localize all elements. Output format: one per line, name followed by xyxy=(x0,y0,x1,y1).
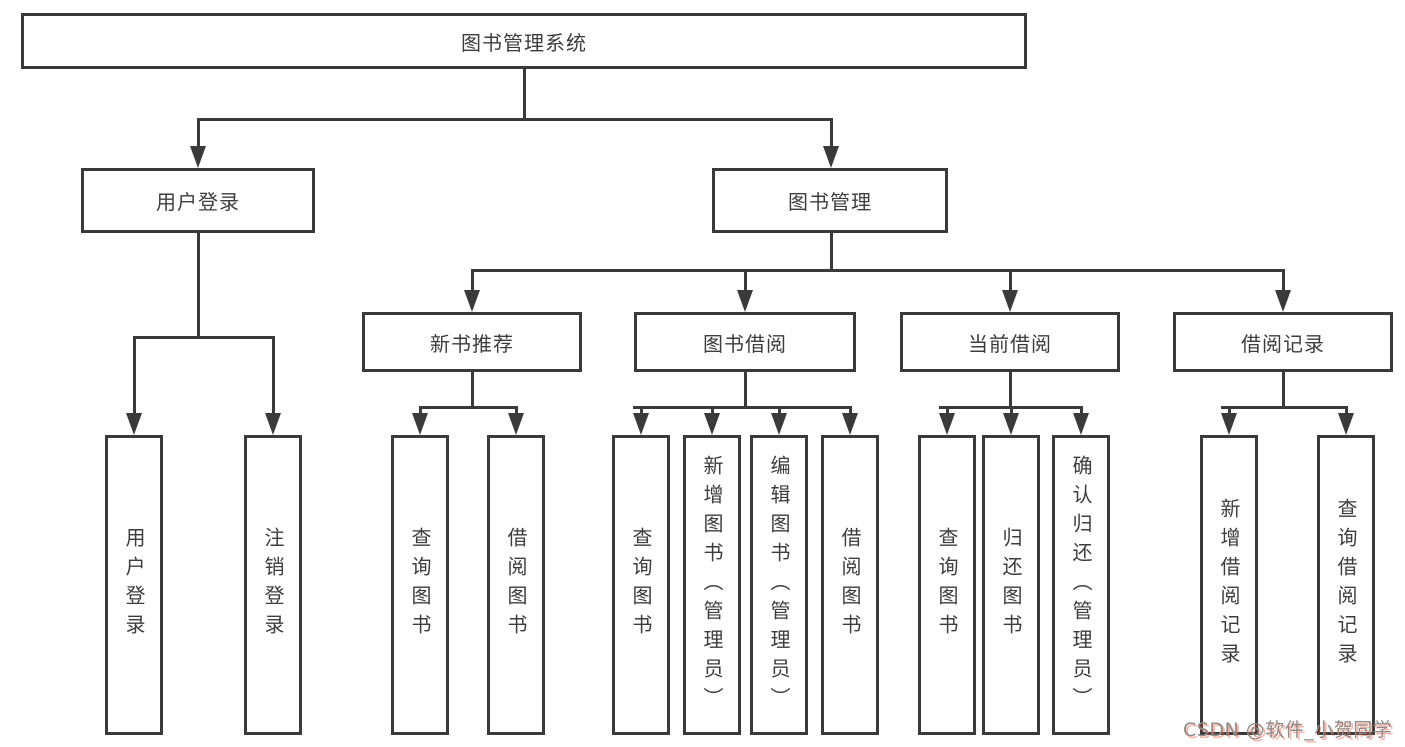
node-current-borrow: 当前借阅 xyxy=(900,312,1120,372)
node-borrow-record: 借阅记录 xyxy=(1173,312,1393,372)
leaf-confirm-return-admin: 确认归还（管理员） xyxy=(1052,435,1110,735)
leaf-edit-books-admin: 编辑图书（管理员） xyxy=(750,435,808,735)
rail-borrow-record xyxy=(1220,406,1348,409)
arrow-to-leaf-query-books-recommend xyxy=(411,406,429,435)
arrow-to-leaf-return-books xyxy=(1002,406,1020,435)
arrow-to-leaf-add-books-admin xyxy=(703,406,721,435)
leaf-query-books-recommend: 查询图书 xyxy=(391,435,449,735)
leaf-query-borrow-record-label: 查询借阅记录 xyxy=(1334,498,1358,672)
arrow-to-user-login xyxy=(189,118,207,168)
connector-borrow-record-stem xyxy=(1281,372,1285,409)
leaf-logout-label: 注销登录 xyxy=(261,527,285,643)
node-book-borrow-label: 图书借阅 xyxy=(703,331,787,356)
node-borrow-record-label: 借阅记录 xyxy=(1241,331,1325,356)
rail-book-borrow xyxy=(632,406,852,409)
leaf-edit-books-admin-label: 编辑图书（管理员） xyxy=(767,454,791,716)
arrow-to-leaf-user-login xyxy=(125,336,143,435)
leaf-borrow-books-recommend: 借阅图书 xyxy=(487,435,545,735)
leaf-user-login: 用户登录 xyxy=(105,435,163,735)
leaf-return-books-label: 归还图书 xyxy=(999,527,1023,643)
arrow-to-new-book-recommend xyxy=(463,269,481,312)
connector-root-stem xyxy=(522,69,526,121)
leaf-query-books-borrow: 查询图书 xyxy=(612,435,670,735)
leaf-add-borrow-record-label: 新增借阅记录 xyxy=(1217,498,1241,672)
leaf-logout: 注销登录 xyxy=(244,435,302,735)
leaf-query-books-current: 查询图书 xyxy=(918,435,976,735)
arrow-to-book-management xyxy=(822,118,840,168)
arrow-to-leaf-query-books-current xyxy=(938,406,956,435)
node-new-book-recommend: 新书推荐 xyxy=(362,312,582,372)
rail-user-login xyxy=(132,336,275,339)
arrow-to-leaf-borrow-books xyxy=(841,406,859,435)
node-user-login: 用户登录 xyxy=(81,168,315,233)
node-user-login-label: 用户登录 xyxy=(156,190,240,214)
leaf-query-books-borrow-label: 查询图书 xyxy=(629,527,653,643)
rail-new-book-recommend xyxy=(418,406,518,409)
node-book-borrow: 图书借阅 xyxy=(634,312,856,372)
node-new-book-recommend-label: 新书推荐 xyxy=(430,331,514,356)
connector-current-borrow-stem xyxy=(1008,372,1012,409)
node-root-library-system: 图书管理系统 xyxy=(21,13,1027,69)
leaf-borrow-books-recommend-label: 借阅图书 xyxy=(504,527,528,643)
arrow-to-borrow-record xyxy=(1274,269,1292,312)
arrow-to-leaf-confirm-return-admin xyxy=(1072,406,1090,435)
connector-user-login-stem xyxy=(196,233,200,339)
leaf-borrow-books: 借阅图书 xyxy=(821,435,879,735)
arrow-to-leaf-add-borrow-record xyxy=(1220,406,1238,435)
connector-book-borrow-stem xyxy=(743,372,747,409)
leaf-query-books-recommend-label: 查询图书 xyxy=(408,527,432,643)
rail-root xyxy=(197,118,832,121)
leaf-add-borrow-record: 新增借阅记录 xyxy=(1200,435,1258,735)
connector-new-book-recommend-stem xyxy=(470,372,474,409)
arrow-to-leaf-query-books-borrow xyxy=(632,406,650,435)
rail-book-management xyxy=(470,269,1285,272)
leaf-add-books-admin-label: 新增图书（管理员） xyxy=(700,454,724,716)
node-book-management-label: 图书管理 xyxy=(788,190,872,214)
leaf-borrow-books-label: 借阅图书 xyxy=(838,527,862,643)
node-current-borrow-label: 当前借阅 xyxy=(968,331,1052,356)
csdn-watermark: CSDN @软件_小贺同学 xyxy=(1183,719,1393,741)
leaf-query-books-current-label: 查询图书 xyxy=(935,527,959,643)
node-root-label: 图书管理系统 xyxy=(461,30,587,55)
arrow-to-leaf-borrow-books-recommend xyxy=(507,406,525,435)
node-book-management: 图书管理 xyxy=(712,168,948,233)
arrow-to-current-borrow xyxy=(1001,269,1019,312)
leaf-confirm-return-admin-label: 确认归还（管理员） xyxy=(1069,454,1093,716)
leaf-user-login-label: 用户登录 xyxy=(122,527,146,643)
connector-book-management-stem xyxy=(829,233,833,272)
arrow-to-leaf-edit-books-admin xyxy=(770,406,788,435)
arrow-to-book-borrow xyxy=(736,269,754,312)
arrow-to-leaf-logout xyxy=(264,336,282,435)
leaf-query-borrow-record: 查询借阅记录 xyxy=(1317,435,1375,735)
leaf-add-books-admin: 新增图书（管理员） xyxy=(683,435,741,735)
arrow-to-leaf-query-borrow-record xyxy=(1337,406,1355,435)
leaf-return-books: 归还图书 xyxy=(982,435,1040,735)
